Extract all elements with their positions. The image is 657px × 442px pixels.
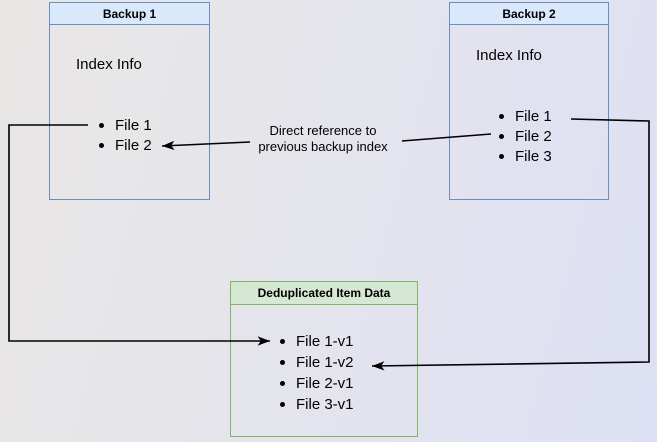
backup2-header: Backup 2 [450, 3, 608, 25]
bullet-icon [280, 381, 285, 386]
file-label: File 1-v1 [296, 333, 354, 350]
edge-label-line2: previous backup index [258, 139, 388, 154]
backup1-header: Backup 1 [50, 3, 209, 25]
file-label: File 1 [515, 107, 552, 125]
bullet-icon [99, 122, 104, 128]
bullet-icon [280, 339, 285, 344]
list-item: File 3-v1 [231, 394, 417, 415]
list-item: File 1-v2 [231, 352, 417, 373]
list-item: File 2 [50, 135, 209, 155]
backup2-node: Backup 2 Index Info File 1 File 2 File 3 [449, 2, 609, 200]
list-item: File 3 [450, 146, 608, 166]
list-item: File 1 [450, 106, 608, 126]
file-label: File 2 [115, 136, 152, 154]
bullet-icon [499, 133, 504, 139]
bullet-icon [499, 153, 504, 159]
dedup-header: Deduplicated Item Data [231, 282, 417, 305]
file-label: File 3 [515, 147, 552, 165]
backup1-node: Backup 1 Index Info File 1 File 2 [49, 2, 210, 200]
backup1-title: Backup 1 [102, 6, 157, 21]
bullet-icon [99, 142, 104, 148]
bullet-icon [499, 113, 504, 119]
list-item: File 2 [450, 126, 608, 146]
file-label: File 3-v1 [296, 396, 354, 413]
list-item: File 1 [50, 115, 209, 135]
file-label: File 1-v2 [296, 354, 354, 371]
backup2-title: Backup 2 [502, 6, 556, 21]
dedup-file-list: File 1-v1 File 1-v2 File 2-v1 File 3-v1 [231, 331, 417, 415]
dedup-title: Deduplicated Item Data [257, 286, 391, 300]
list-item: File 2-v1 [231, 373, 417, 394]
list-item: File 1-v1 [231, 331, 417, 352]
backup1-file-list: File 1 File 2 [50, 115, 209, 155]
dedup-node: Deduplicated Item Data File 1-v1 File 1-… [230, 281, 418, 437]
backup2-index-info-label: Index Info [476, 47, 542, 64]
file-label: File 2-v1 [296, 375, 354, 392]
edge-label-direct-reference: Direct reference to previous backup inde… [240, 123, 406, 155]
edge-label-line1: Direct reference to [269, 123, 377, 138]
bullet-icon [280, 402, 285, 407]
bullet-icon [280, 360, 285, 365]
file-label: File 1 [115, 116, 152, 134]
file-label: File 2 [515, 127, 552, 145]
backup1-index-info-label: Index Info [76, 56, 142, 73]
backup2-file-list: File 1 File 2 File 3 [450, 106, 608, 166]
